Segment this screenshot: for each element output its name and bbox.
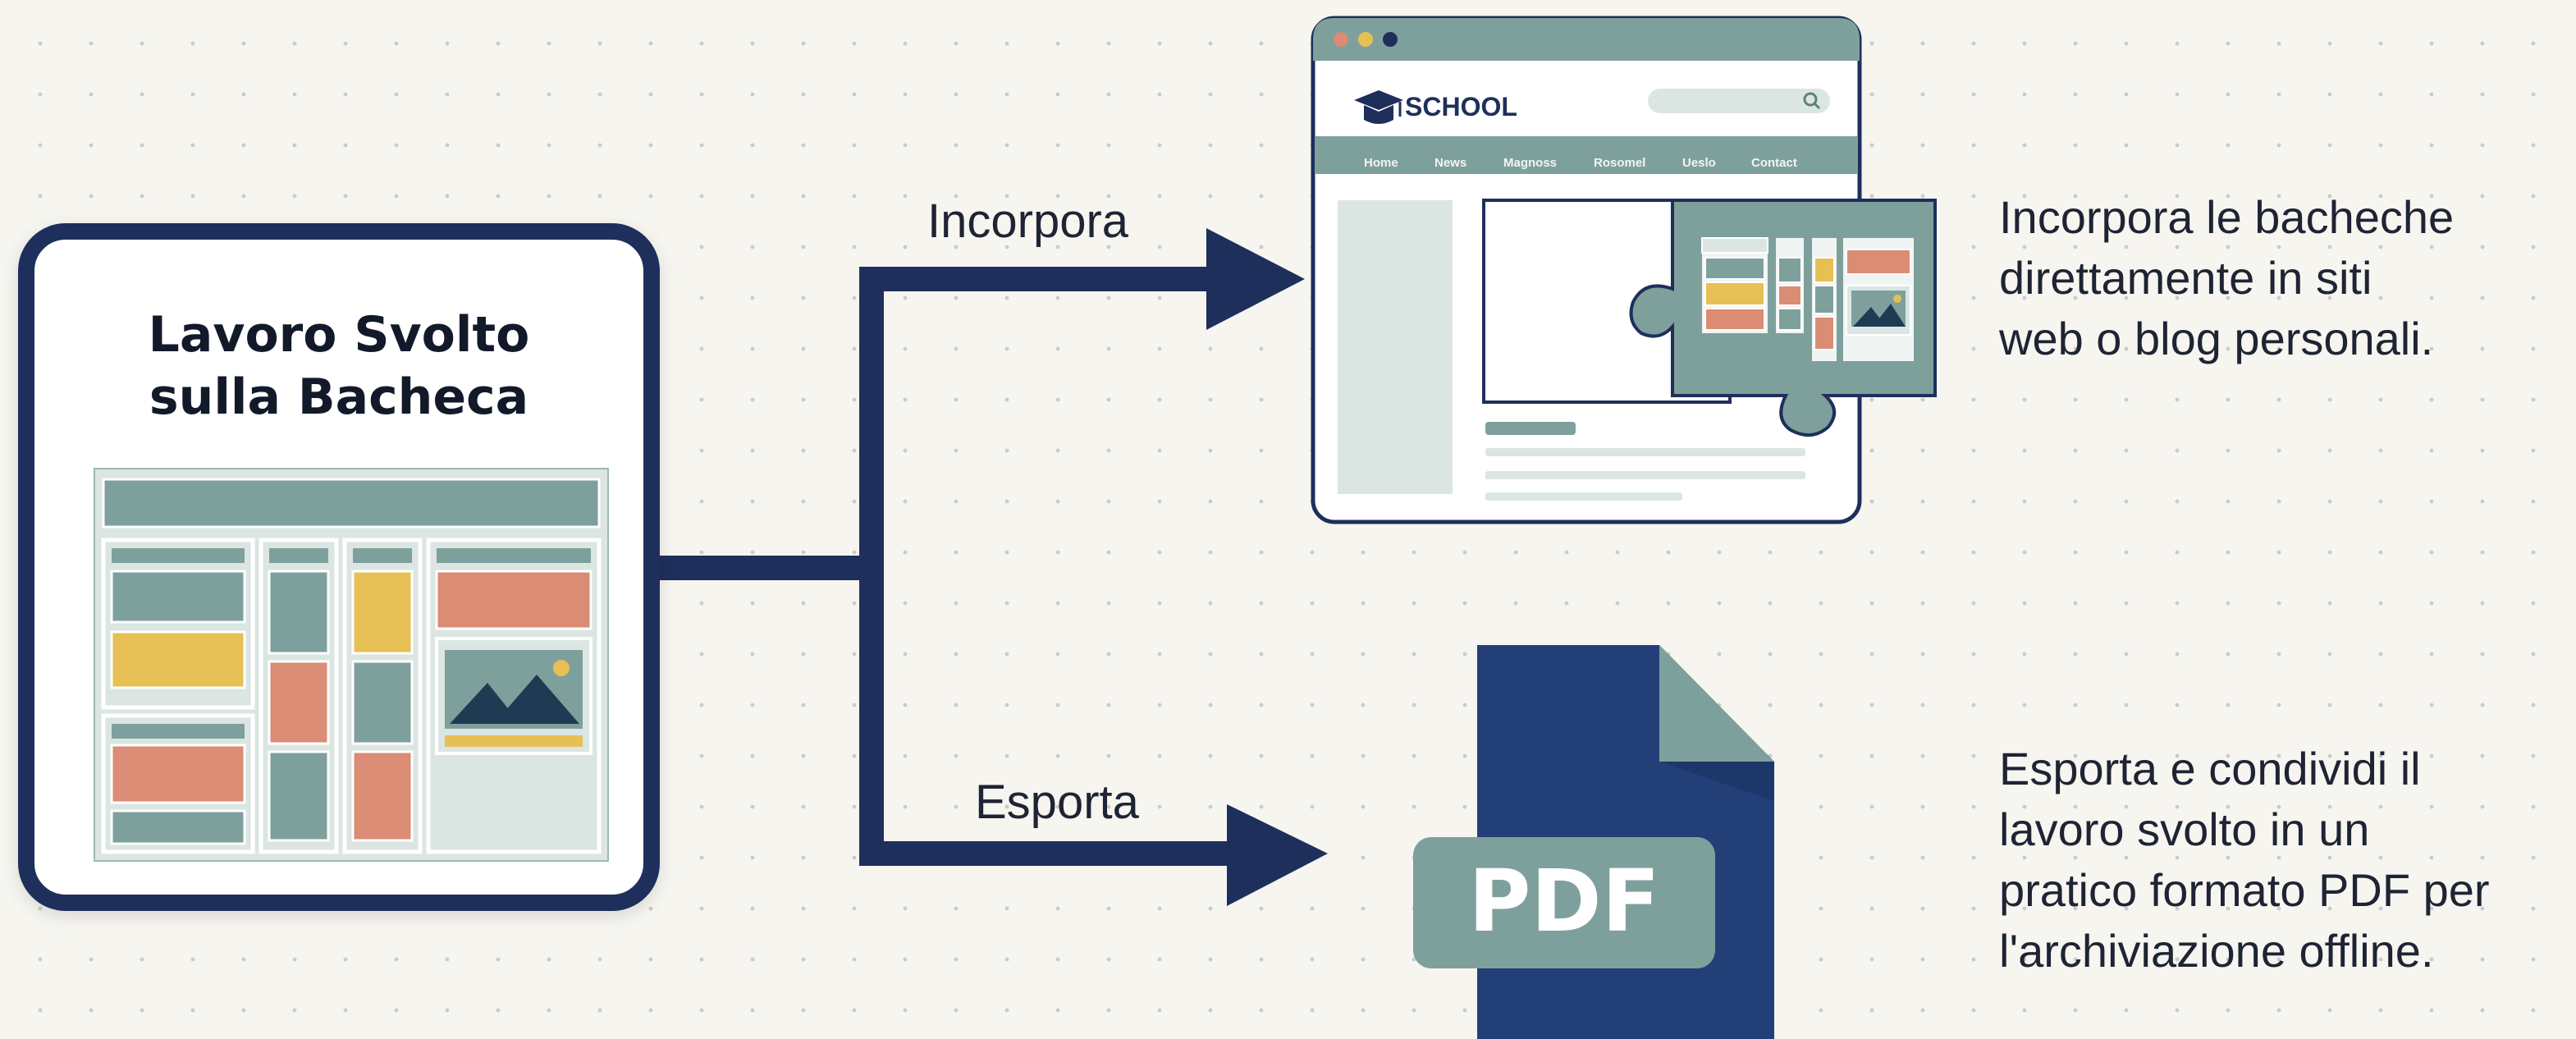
pdf-file-icon: PDF <box>1412 640 1781 1039</box>
board-title-line1: Lavoro Svolto <box>148 306 530 364</box>
embed-description: Incorpora le bacheche direttamente in si… <box>1999 187 2454 369</box>
board-card: Lavoro Svolto sulla Bacheca <box>18 223 660 911</box>
window-maximize-dot <box>1383 32 1398 47</box>
embed-description-line: direttamente in siti <box>1999 252 2372 304</box>
site-nav-news: News <box>1434 156 1467 170</box>
site-nav-contact: Contact <box>1751 156 1797 170</box>
site-nav-item-3: Magnoss <box>1503 156 1558 170</box>
pdf-file-graphic <box>1413 645 1774 1039</box>
embed-description-line: web o blog personali. <box>1999 313 2434 364</box>
search-icon <box>1803 92 1821 110</box>
export-arrow <box>859 804 1328 906</box>
board-title-line2: sulla Bacheca <box>149 368 529 426</box>
site-nav-item-5: Ueslo <box>1682 156 1716 170</box>
puzzle-piece-icon <box>1629 199 1937 437</box>
window-close-dot <box>1334 32 1348 47</box>
site-search-bar <box>1648 89 1830 113</box>
website-mockup: SCHOOL Home News Magnoss Rosomel Ueslo C… <box>1310 15 1942 525</box>
embed-description-line: Incorpora le bacheche <box>1999 191 2455 243</box>
site-nav-item-4: Rosomel <box>1594 156 1646 170</box>
pdf-label: PDF <box>1468 851 1660 951</box>
export-description-line: lavoro svolto in un <box>1999 803 2370 855</box>
connector-trunk <box>660 279 884 854</box>
board-illustration <box>94 468 609 862</box>
export-description-line: l'archiviazione offline. <box>1999 925 2434 977</box>
graduation-cap-icon <box>1354 90 1403 124</box>
export-description-line: Esporta e condividi il <box>1999 743 2421 794</box>
export-description-line: pratico formato PDF per <box>1999 864 2490 916</box>
export-description: Esporta e condividi il lavoro svolto in … <box>1999 739 2490 982</box>
website-mockup-graphic <box>1311 16 1937 524</box>
site-brand: SCHOOL <box>1405 92 1517 121</box>
embed-label: Incorpora <box>927 195 1129 248</box>
site-nav-home: Home <box>1364 156 1398 170</box>
export-label: Esporta <box>975 776 1139 829</box>
window-minimize-dot <box>1358 32 1373 47</box>
embed-arrow <box>859 228 1305 330</box>
